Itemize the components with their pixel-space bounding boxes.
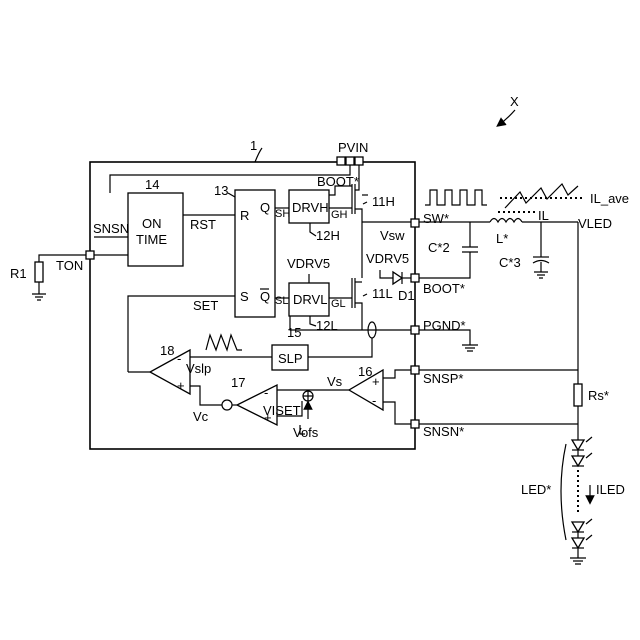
svg-text:VDRV5: VDRV5	[366, 251, 409, 266]
svg-text:LED*: LED*	[521, 482, 551, 497]
svg-text:18: 18	[160, 343, 174, 358]
svg-text:DRVH: DRVH	[292, 200, 329, 215]
svg-text:Vsw: Vsw	[380, 228, 405, 243]
svg-text:ON: ON	[142, 216, 162, 231]
svg-text:ILED: ILED	[596, 482, 625, 497]
snsn-in-label: SNSN	[93, 221, 129, 236]
svg-text:L*: L*	[496, 231, 508, 246]
svg-text:12H: 12H	[316, 228, 340, 243]
sw-node: Vsw	[362, 222, 411, 243]
svg-text:TIME: TIME	[136, 232, 167, 247]
svg-text:-: -	[177, 351, 181, 366]
svg-text:-: -	[264, 385, 268, 400]
svg-text:SLP: SLP	[278, 351, 303, 366]
svg-text:D1: D1	[398, 288, 415, 303]
svg-text:GL: GL	[331, 298, 346, 310]
svg-text:VDRV5: VDRV5	[287, 256, 330, 271]
svg-text:X: X	[510, 94, 519, 109]
boot-label: BOOT*	[423, 281, 465, 296]
capacitor-c2: C*2	[419, 222, 478, 278]
svg-text:+: +	[177, 378, 185, 393]
svg-text:Rs*: Rs*	[588, 388, 609, 403]
svg-text:SH: SH	[275, 208, 290, 220]
svg-text:S: S	[240, 289, 249, 304]
svg-text:RST: RST	[190, 217, 216, 232]
svg-text:14: 14	[145, 177, 159, 192]
svg-text:Vofs: Vofs	[293, 425, 319, 440]
led-string: LED* ILED	[521, 437, 625, 564]
svg-text:IL: IL	[538, 208, 549, 223]
svg-text:11L: 11L	[372, 286, 393, 301]
svg-text:13: 13	[214, 183, 228, 198]
svg-text:-: -	[372, 393, 376, 408]
ton-label: TON	[56, 258, 83, 273]
svg-text:C*2: C*2	[428, 240, 450, 255]
svg-text:16: 16	[358, 364, 372, 379]
svg-text:Vs: Vs	[327, 374, 343, 389]
svg-text:+: +	[372, 374, 380, 389]
svg-text:GH: GH	[331, 209, 348, 221]
svg-text:R1: R1	[10, 266, 27, 281]
svg-text:SET: SET	[193, 298, 218, 313]
svg-text:C*3: C*3	[499, 255, 521, 270]
snsp-label: SNSP*	[423, 371, 463, 386]
sw-label: SW*	[423, 211, 449, 226]
svg-text:11H: 11H	[372, 194, 395, 209]
svg-text:DRVL: DRVL	[293, 292, 327, 307]
svg-text:Q: Q	[260, 289, 270, 304]
svg-text:R: R	[240, 208, 249, 223]
svg-text:Vc: Vc	[193, 409, 209, 424]
switch-waveform	[425, 190, 487, 205]
svg-text:Vslp: Vslp	[186, 361, 211, 376]
svg-text:BOOT*: BOOT*	[317, 174, 359, 189]
pgnd-label: PGND*	[423, 318, 466, 333]
svg-text:SL: SL	[275, 295, 288, 307]
svg-text:12L: 12L	[316, 318, 338, 333]
svg-text:VLED: VLED	[578, 216, 612, 231]
svg-text:15: 15	[287, 325, 301, 340]
svg-text:Q: Q	[260, 200, 270, 215]
snsn-label: SNSN*	[423, 424, 464, 439]
slp-block: SLP 15	[190, 325, 372, 370]
pvin-label: PVIN	[338, 140, 368, 155]
svg-text:IL_ave: IL_ave	[590, 191, 629, 206]
comparator-18: 18 - + Vslp Vc	[128, 343, 222, 424]
svg-text:17: 17	[231, 375, 245, 390]
figure-label: X	[500, 94, 519, 124]
svg-text:1: 1	[250, 138, 257, 153]
sense-amp-16: 16 + - Vs	[327, 364, 411, 424]
